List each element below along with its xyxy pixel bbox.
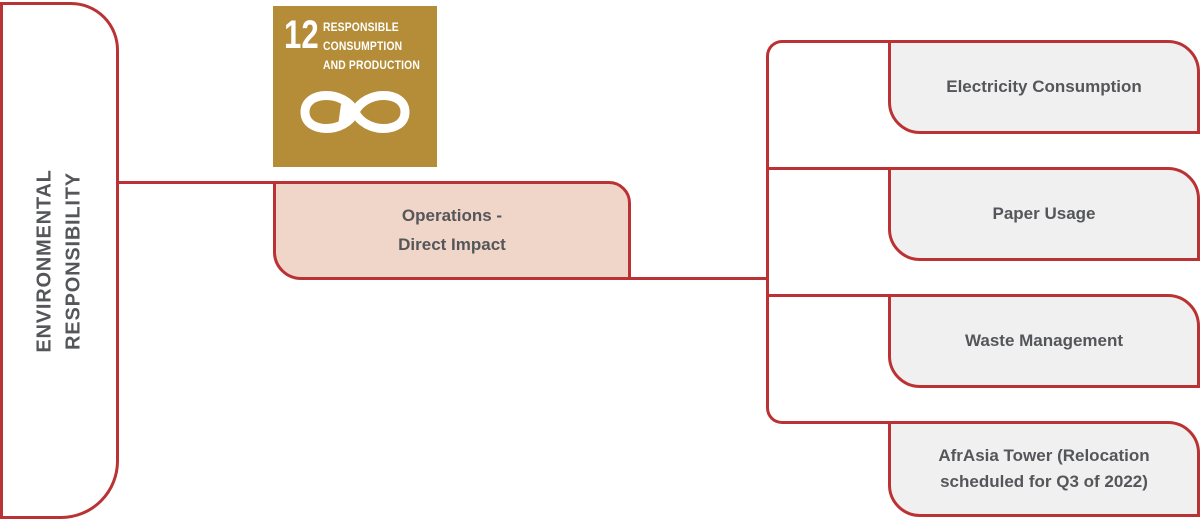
infinity-loop-arrow-icon <box>300 91 410 133</box>
connector-root-to-operations <box>117 181 275 184</box>
operations-label-line1: Operations - <box>401 206 503 226</box>
node-operations-direct-impact: Operations - Direct Impact <box>273 181 631 280</box>
node-afrasia-tower-relocation: AfrAsia Tower (Relocation scheduled for … <box>888 421 1200 517</box>
connector-branch-waste-management <box>768 294 890 297</box>
root-node-environmental-responsibility: ENVIRONMENTAL RESPONSIBILITY <box>0 2 119 519</box>
child-node-label: AfrAsia Tower (Relocation scheduled for … <box>938 445 1150 491</box>
operations-node-label: Operations - Direct Impact <box>398 202 506 258</box>
node-waste-management: Waste Management <box>888 294 1200 388</box>
sdg12-title-line2: CONSUMPTION <box>323 39 403 53</box>
root-label-line2: RESPONSIBILITY <box>62 171 85 350</box>
sdg12-title-line1: RESPONSIBLE <box>323 20 399 34</box>
child-node-label: Waste Management <box>964 330 1124 350</box>
connector-trunk <box>766 40 890 424</box>
root-node-label: ENVIRONMENTAL RESPONSIBILITY <box>31 169 89 352</box>
child-node-label: Electricity Consumption <box>946 76 1142 96</box>
operations-label-line2: Direct Impact <box>398 234 506 254</box>
sdg12-number: 12 <box>284 13 319 57</box>
root-label-line1: ENVIRONMENTAL <box>33 168 56 353</box>
child-node-label: Paper Usage <box>992 203 1096 223</box>
sdg12-title: RESPONSIBLE CONSUMPTION AND PRODUCTION <box>323 18 420 75</box>
node-electricity-consumption: Electricity Consumption <box>888 40 1200 134</box>
node-paper-usage: Paper Usage <box>888 167 1200 261</box>
connector-branch-paper-usage <box>768 167 890 170</box>
sdg12-title-line3: AND PRODUCTION <box>323 58 421 72</box>
sdg12-badge: 12 RESPONSIBLE CONSUMPTION AND PRODUCTIO… <box>273 6 437 167</box>
connector-operations-to-trunk <box>629 277 768 280</box>
